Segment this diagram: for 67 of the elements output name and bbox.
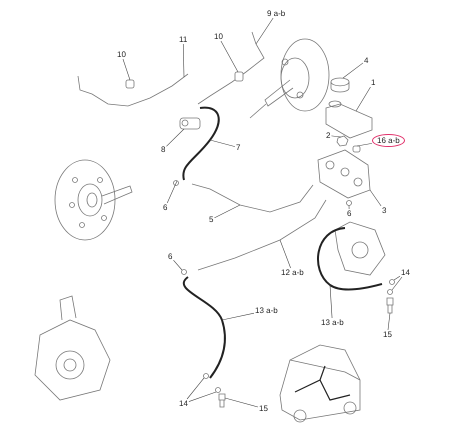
leader-line bbox=[356, 86, 371, 112]
washer-icon bbox=[389, 279, 395, 285]
callout-number: 13 a-b bbox=[254, 306, 279, 315]
callout-number: 13 a-b bbox=[320, 318, 345, 327]
callout-number: 7 bbox=[235, 143, 242, 152]
callout-number: 16 a-b bbox=[372, 134, 405, 147]
master-cylinder-drawing bbox=[318, 150, 370, 198]
leader-line bbox=[214, 204, 240, 218]
leader-line bbox=[166, 180, 178, 204]
callout-number: 14 bbox=[400, 268, 411, 277]
brake-pipe bbox=[192, 184, 314, 212]
leader-line bbox=[210, 140, 236, 147]
leader-line bbox=[280, 240, 291, 268]
washer-icon bbox=[346, 200, 352, 206]
leader-line bbox=[182, 44, 184, 78]
washer-icon bbox=[181, 269, 187, 275]
callout-number: 6 bbox=[167, 252, 174, 261]
callout-number: 10 bbox=[116, 50, 127, 59]
callout-number: 15 bbox=[382, 330, 393, 339]
leader-line bbox=[173, 260, 182, 270]
leader-line bbox=[388, 312, 390, 330]
leader-line bbox=[331, 136, 342, 138]
washer-icon bbox=[215, 387, 221, 393]
callout-number: 12 a-b bbox=[280, 268, 305, 277]
brake-fluid-reservoir-drawing bbox=[326, 100, 372, 138]
callout-number: 6 bbox=[162, 203, 168, 212]
bolt-icon bbox=[218, 394, 226, 408]
leader-line bbox=[394, 276, 400, 280]
leader-line bbox=[348, 205, 350, 210]
leader-line bbox=[166, 128, 184, 147]
callout-number: 4 bbox=[363, 56, 370, 65]
washer-icon bbox=[173, 180, 179, 186]
callout-number: 8 bbox=[160, 145, 166, 154]
callout-number: 11 bbox=[178, 35, 188, 44]
bolt-icon bbox=[386, 298, 394, 314]
brake-pipe bbox=[198, 200, 326, 270]
brake-pipe bbox=[198, 32, 265, 104]
callout-number: 10 bbox=[213, 32, 224, 41]
callout-number: 2 bbox=[325, 131, 332, 140]
leader-line bbox=[188, 392, 216, 402]
brake-hose bbox=[182, 276, 226, 379]
callout-number: 15 bbox=[258, 404, 269, 413]
reservoir-seal-drawing bbox=[352, 146, 360, 152]
callout-number: 9 a-b bbox=[266, 9, 286, 18]
callout-number: 5 bbox=[208, 215, 214, 224]
brake-hose bbox=[317, 227, 382, 290]
callout-number: 14 bbox=[178, 399, 189, 408]
callout-number: 1 bbox=[370, 78, 376, 87]
leader-line bbox=[186, 378, 204, 400]
leader-line bbox=[256, 18, 274, 44]
nut-drawing bbox=[336, 136, 348, 146]
leader-line bbox=[356, 143, 372, 146]
leader-line bbox=[392, 276, 402, 290]
leader-line bbox=[330, 284, 332, 318]
leader-line bbox=[342, 62, 364, 78]
wheel-cylinder-drawing bbox=[180, 118, 200, 130]
leader-line bbox=[122, 58, 130, 80]
leader-line bbox=[220, 40, 238, 72]
callout-number: 6 bbox=[346, 209, 352, 218]
callout-number: 3 bbox=[381, 206, 388, 215]
leader-line bbox=[222, 312, 254, 320]
washer-icon bbox=[387, 289, 393, 295]
reservoir-cap-drawing bbox=[330, 78, 350, 92]
brake-pipe bbox=[78, 74, 188, 106]
brake-hose bbox=[182, 106, 220, 180]
leader-line bbox=[224, 398, 258, 408]
leader-line bbox=[370, 190, 382, 206]
